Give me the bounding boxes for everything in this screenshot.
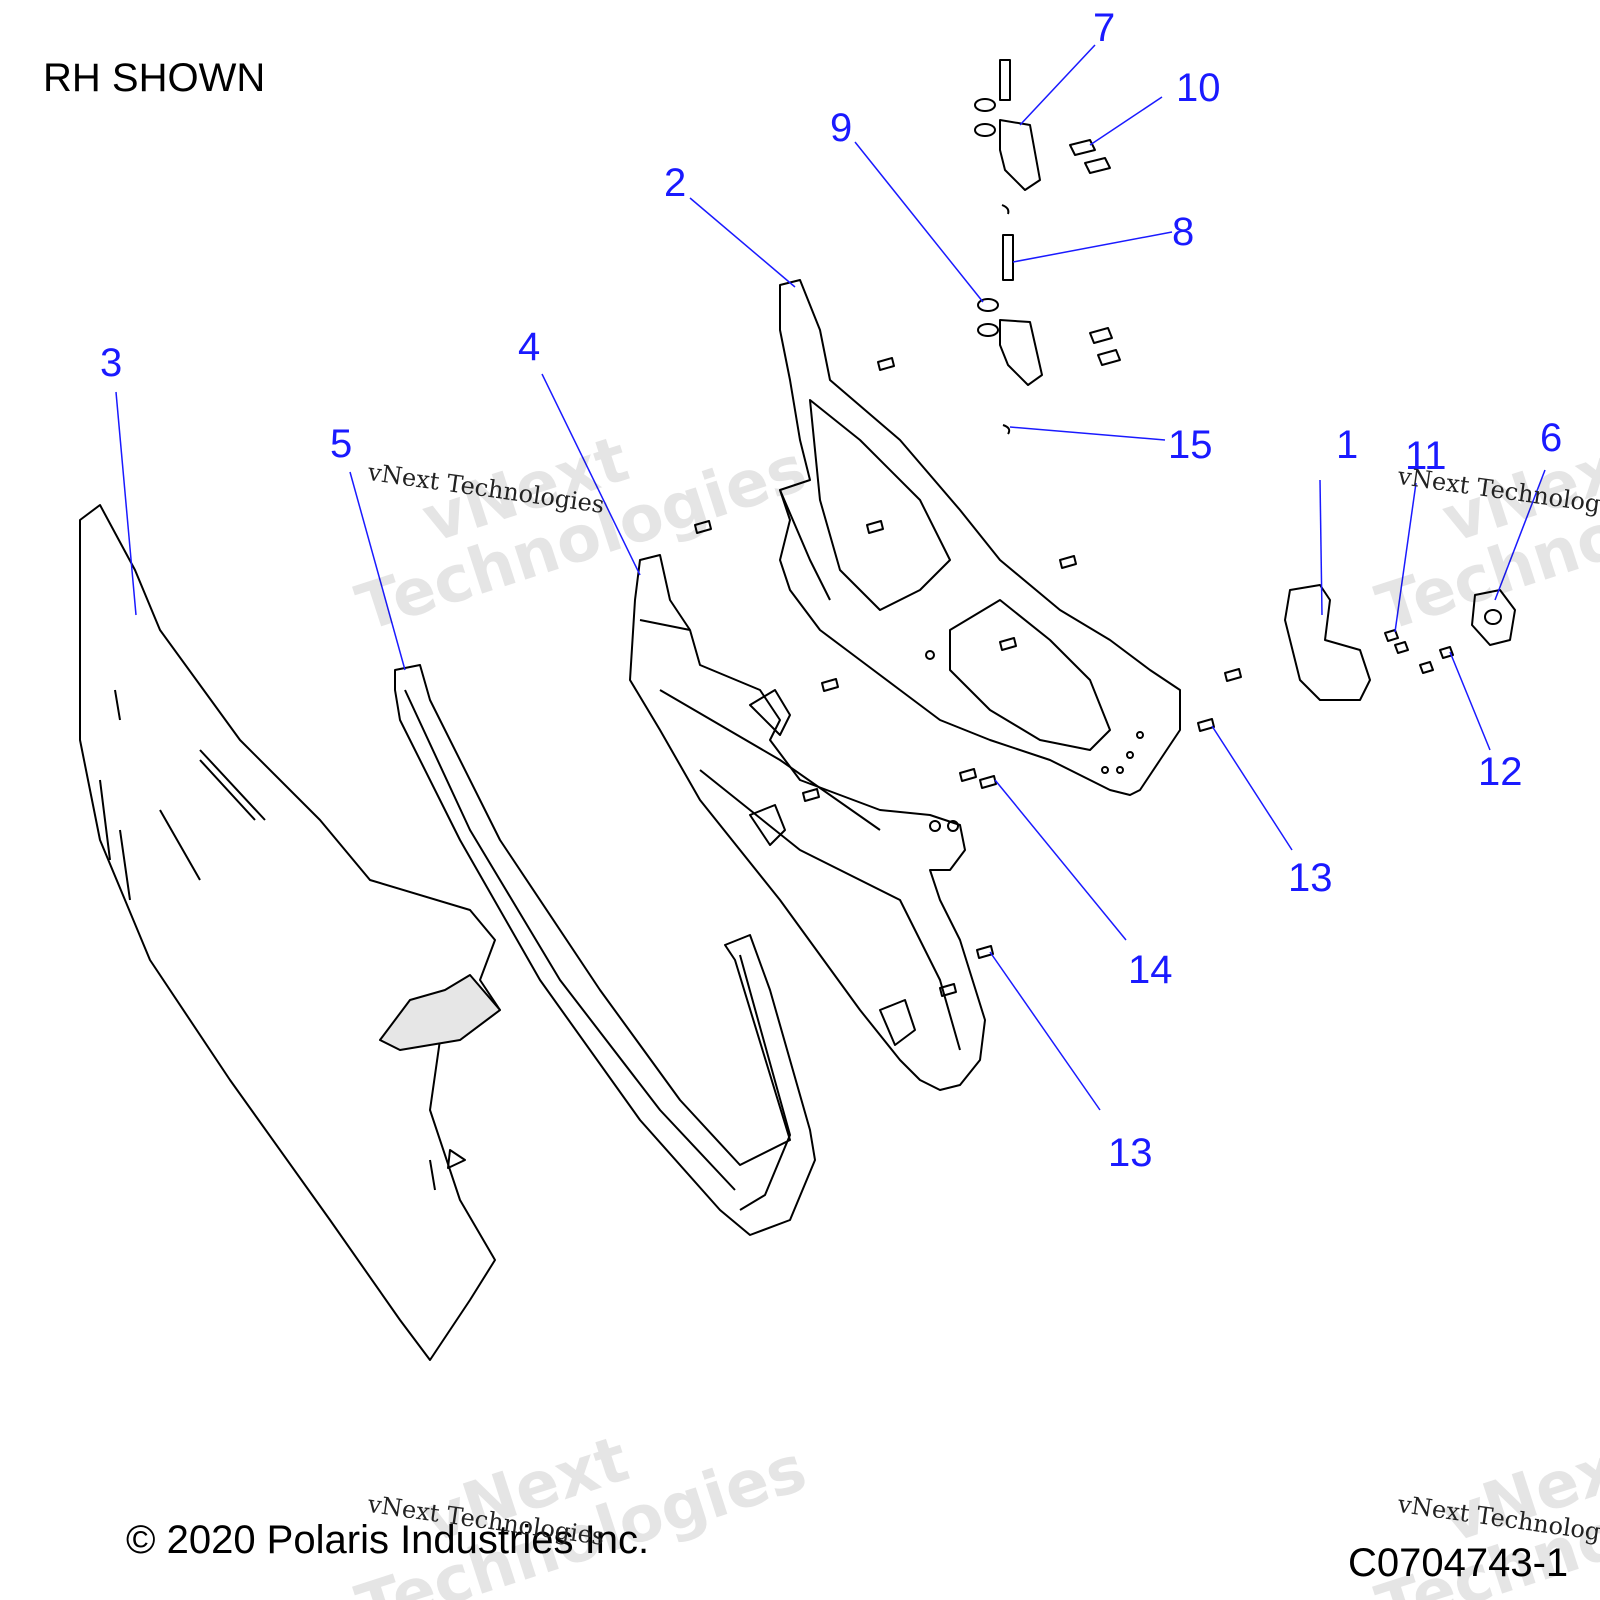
callout-13-lower: 13: [1108, 1131, 1153, 1175]
callout-9: 9: [830, 106, 853, 150]
callout-6: 6: [1540, 416, 1563, 460]
clip-part-15: [1002, 424, 1011, 435]
door-outer-frame-part-2: [779, 279, 1181, 796]
callout-15: 15: [1168, 423, 1213, 467]
callout-8: 8: [1172, 210, 1195, 254]
hinge-pin-top-part-7: [999, 59, 1011, 101]
callout-5: 5: [330, 422, 353, 466]
door-seal-part-5: [394, 664, 816, 1236]
callout-4: 4: [518, 325, 541, 369]
striker-part-6: [1471, 589, 1516, 646]
leader-lines: [115, 44, 1546, 1111]
callout-3: 3: [100, 341, 123, 385]
figure-id: C0704743-1: [1348, 1541, 1569, 1585]
latch-part-1: [1284, 584, 1371, 701]
washer-part-9: [977, 298, 999, 312]
hinge-pin-part-8: [1002, 234, 1014, 281]
callout-7: 7: [1093, 6, 1116, 50]
callout-2: 2: [664, 161, 687, 205]
callout-10: 10: [1176, 66, 1221, 110]
copyright-notice: © 2020 Polaris Industries Inc.: [126, 1518, 650, 1562]
callout-13-upper: 13: [1288, 856, 1333, 900]
view-label: RH SHOWN: [43, 56, 266, 100]
callout-12: 12: [1478, 750, 1523, 794]
callout-14: 14: [1128, 948, 1173, 992]
screw-set: [694, 357, 1242, 997]
callout-11: 11: [1405, 434, 1447, 478]
hinge-bracket-top: [999, 119, 1041, 191]
door-panel-part-3: [79, 504, 501, 1361]
callout-1: 1: [1336, 423, 1359, 467]
hinge-bracket-bottom: [999, 319, 1043, 386]
door-frame-part-4: [629, 554, 986, 1091]
